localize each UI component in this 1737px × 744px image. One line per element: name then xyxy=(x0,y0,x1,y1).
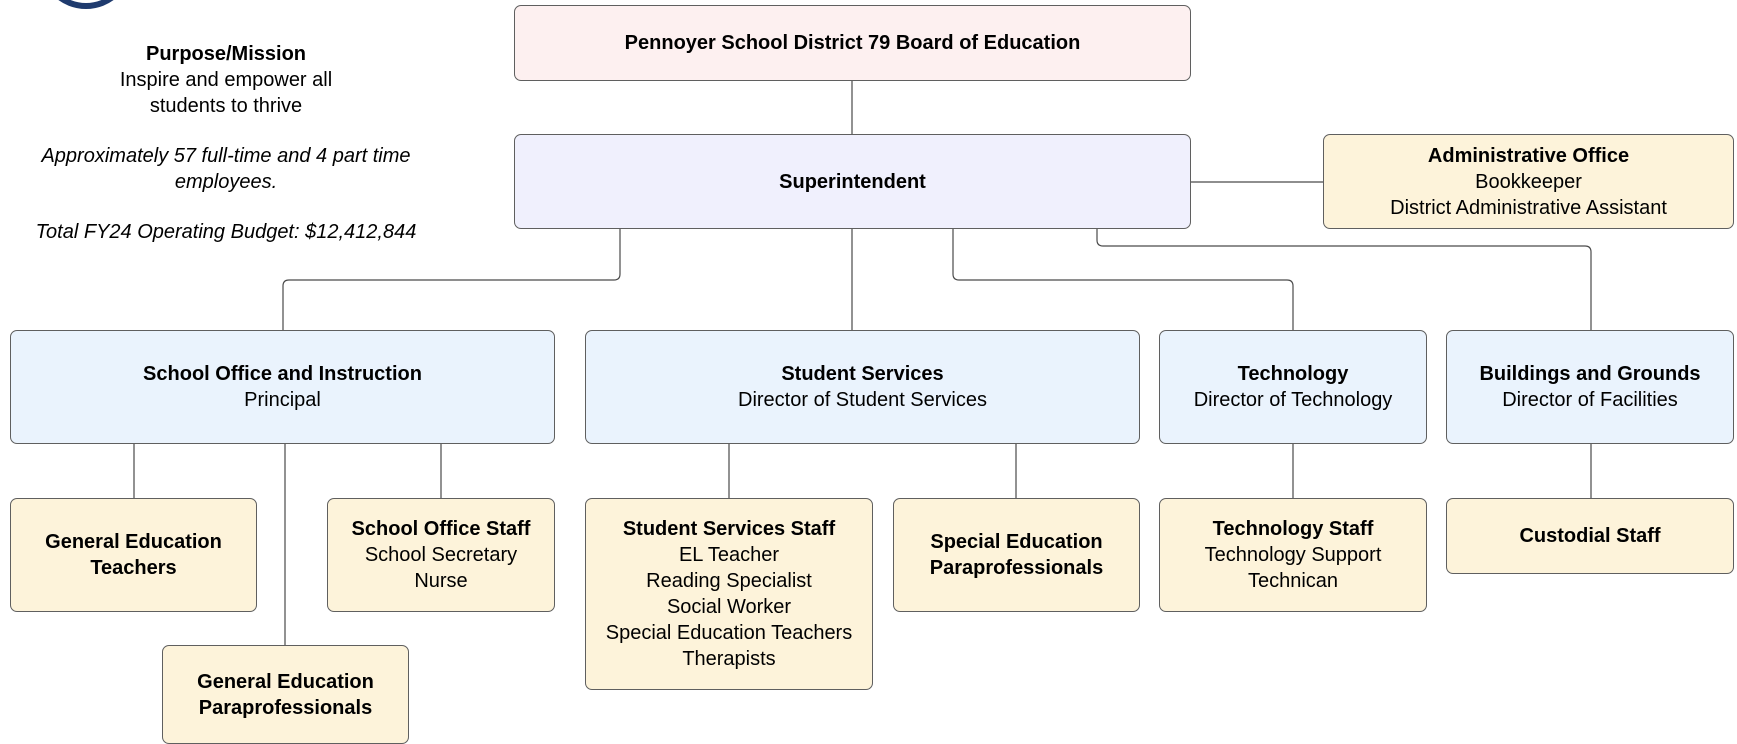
gen-ed-paras-box: General Education Paraprofessionals xyxy=(162,645,409,744)
student-services-staff-title: Student Services Staff xyxy=(622,518,836,540)
buildings-role: Director of Facilities xyxy=(1502,389,1678,411)
school-office-box: School Office and Instruction Principal xyxy=(10,330,555,444)
buildings-box: Buildings and Grounds Director of Facili… xyxy=(1446,330,1734,444)
purpose-line: students to thrive xyxy=(149,95,303,117)
sped-paras-box: Special Education Paraprofessionals xyxy=(893,498,1140,612)
gen-ed-paras-title: Paraprofessionals xyxy=(198,696,373,719)
gen-ed-teachers-title: General Education xyxy=(45,531,222,553)
admin-office-role: District Administrative Assistant xyxy=(1390,196,1667,219)
school-office-staff-box: School Office Staff School Secretary Nur… xyxy=(327,498,555,612)
student-services-staff-box: Student Services Staff EL Teacher Readin… xyxy=(585,498,873,690)
technology-box: Technology Director of Technology xyxy=(1159,330,1427,444)
superintendent-box: Superintendent xyxy=(514,134,1191,229)
connector-superintendent-buildings xyxy=(1096,229,1592,330)
student-services-staff-role: Therapists xyxy=(682,648,776,670)
board-title: Pennoyer School District 79 Board of Edu… xyxy=(624,32,1081,54)
student-services-staff-role: Social Worker xyxy=(666,596,792,618)
technology-staff-box: Technology Staff Technology Support Tech… xyxy=(1159,498,1427,612)
custodial-staff-box: Custodial Staff xyxy=(1446,498,1734,574)
sped-paras-title: Special Education xyxy=(930,531,1103,553)
gen-ed-paras-title: General Education xyxy=(197,670,374,693)
admin-office-box: Administrative Office Bookkeeper Distric… xyxy=(1323,134,1734,229)
student-services-staff-role: EL Teacher xyxy=(678,544,780,566)
buildings-title: Buildings and Grounds xyxy=(1479,363,1701,385)
purpose-heading: Purpose/Mission xyxy=(145,43,307,65)
district-seal-logo xyxy=(58,0,114,9)
board-box: Pennoyer School District 79 Board of Edu… xyxy=(514,5,1191,81)
admin-office-role: Bookkeeper xyxy=(1475,170,1582,193)
student-services-staff-role: Special Education Teachers xyxy=(605,622,853,644)
sped-paras-title: Paraprofessionals xyxy=(929,557,1104,579)
student-services-title: Student Services xyxy=(781,363,944,385)
student-services-staff-role: Reading Specialist xyxy=(646,570,812,592)
technology-title: Technology xyxy=(1237,363,1349,385)
info-panel: Purpose/Mission Inspire and empower all … xyxy=(10,41,442,245)
budget-note: Total FY24 Operating Budget: $12,412,844 xyxy=(35,221,417,243)
technology-staff-title: Technology Staff xyxy=(1212,518,1374,540)
connector-superintendent-technology xyxy=(952,229,1294,330)
employees-note: Approximately 57 full-time and 4 part ti… xyxy=(41,145,411,167)
custodial-staff-title: Custodial Staff xyxy=(1519,525,1661,547)
connector-superintendent-school-office xyxy=(282,229,621,330)
gen-ed-teachers-title: Teachers xyxy=(90,557,177,579)
superintendent-title: Superintendent xyxy=(779,170,926,193)
technology-staff-role: Technican xyxy=(1247,570,1339,592)
gen-ed-teachers-box: General Education Teachers xyxy=(10,498,257,612)
admin-office-title: Administrative Office xyxy=(1427,144,1630,167)
school-office-role: Principal xyxy=(244,389,321,411)
employees-note: employees. xyxy=(174,171,278,193)
school-office-staff-role: School Secretary xyxy=(364,544,518,566)
school-office-title: School Office and Instruction xyxy=(143,363,422,385)
student-services-box: Student Services Director of Student Ser… xyxy=(585,330,1140,444)
technology-staff-role: Technology Support xyxy=(1204,544,1382,566)
student-services-role: Director of Student Services xyxy=(738,389,987,411)
technology-role: Director of Technology xyxy=(1193,389,1393,411)
purpose-line: Inspire and empower all xyxy=(119,69,333,91)
school-office-staff-title: School Office Staff xyxy=(351,518,531,540)
school-office-staff-role: Nurse xyxy=(414,570,468,592)
